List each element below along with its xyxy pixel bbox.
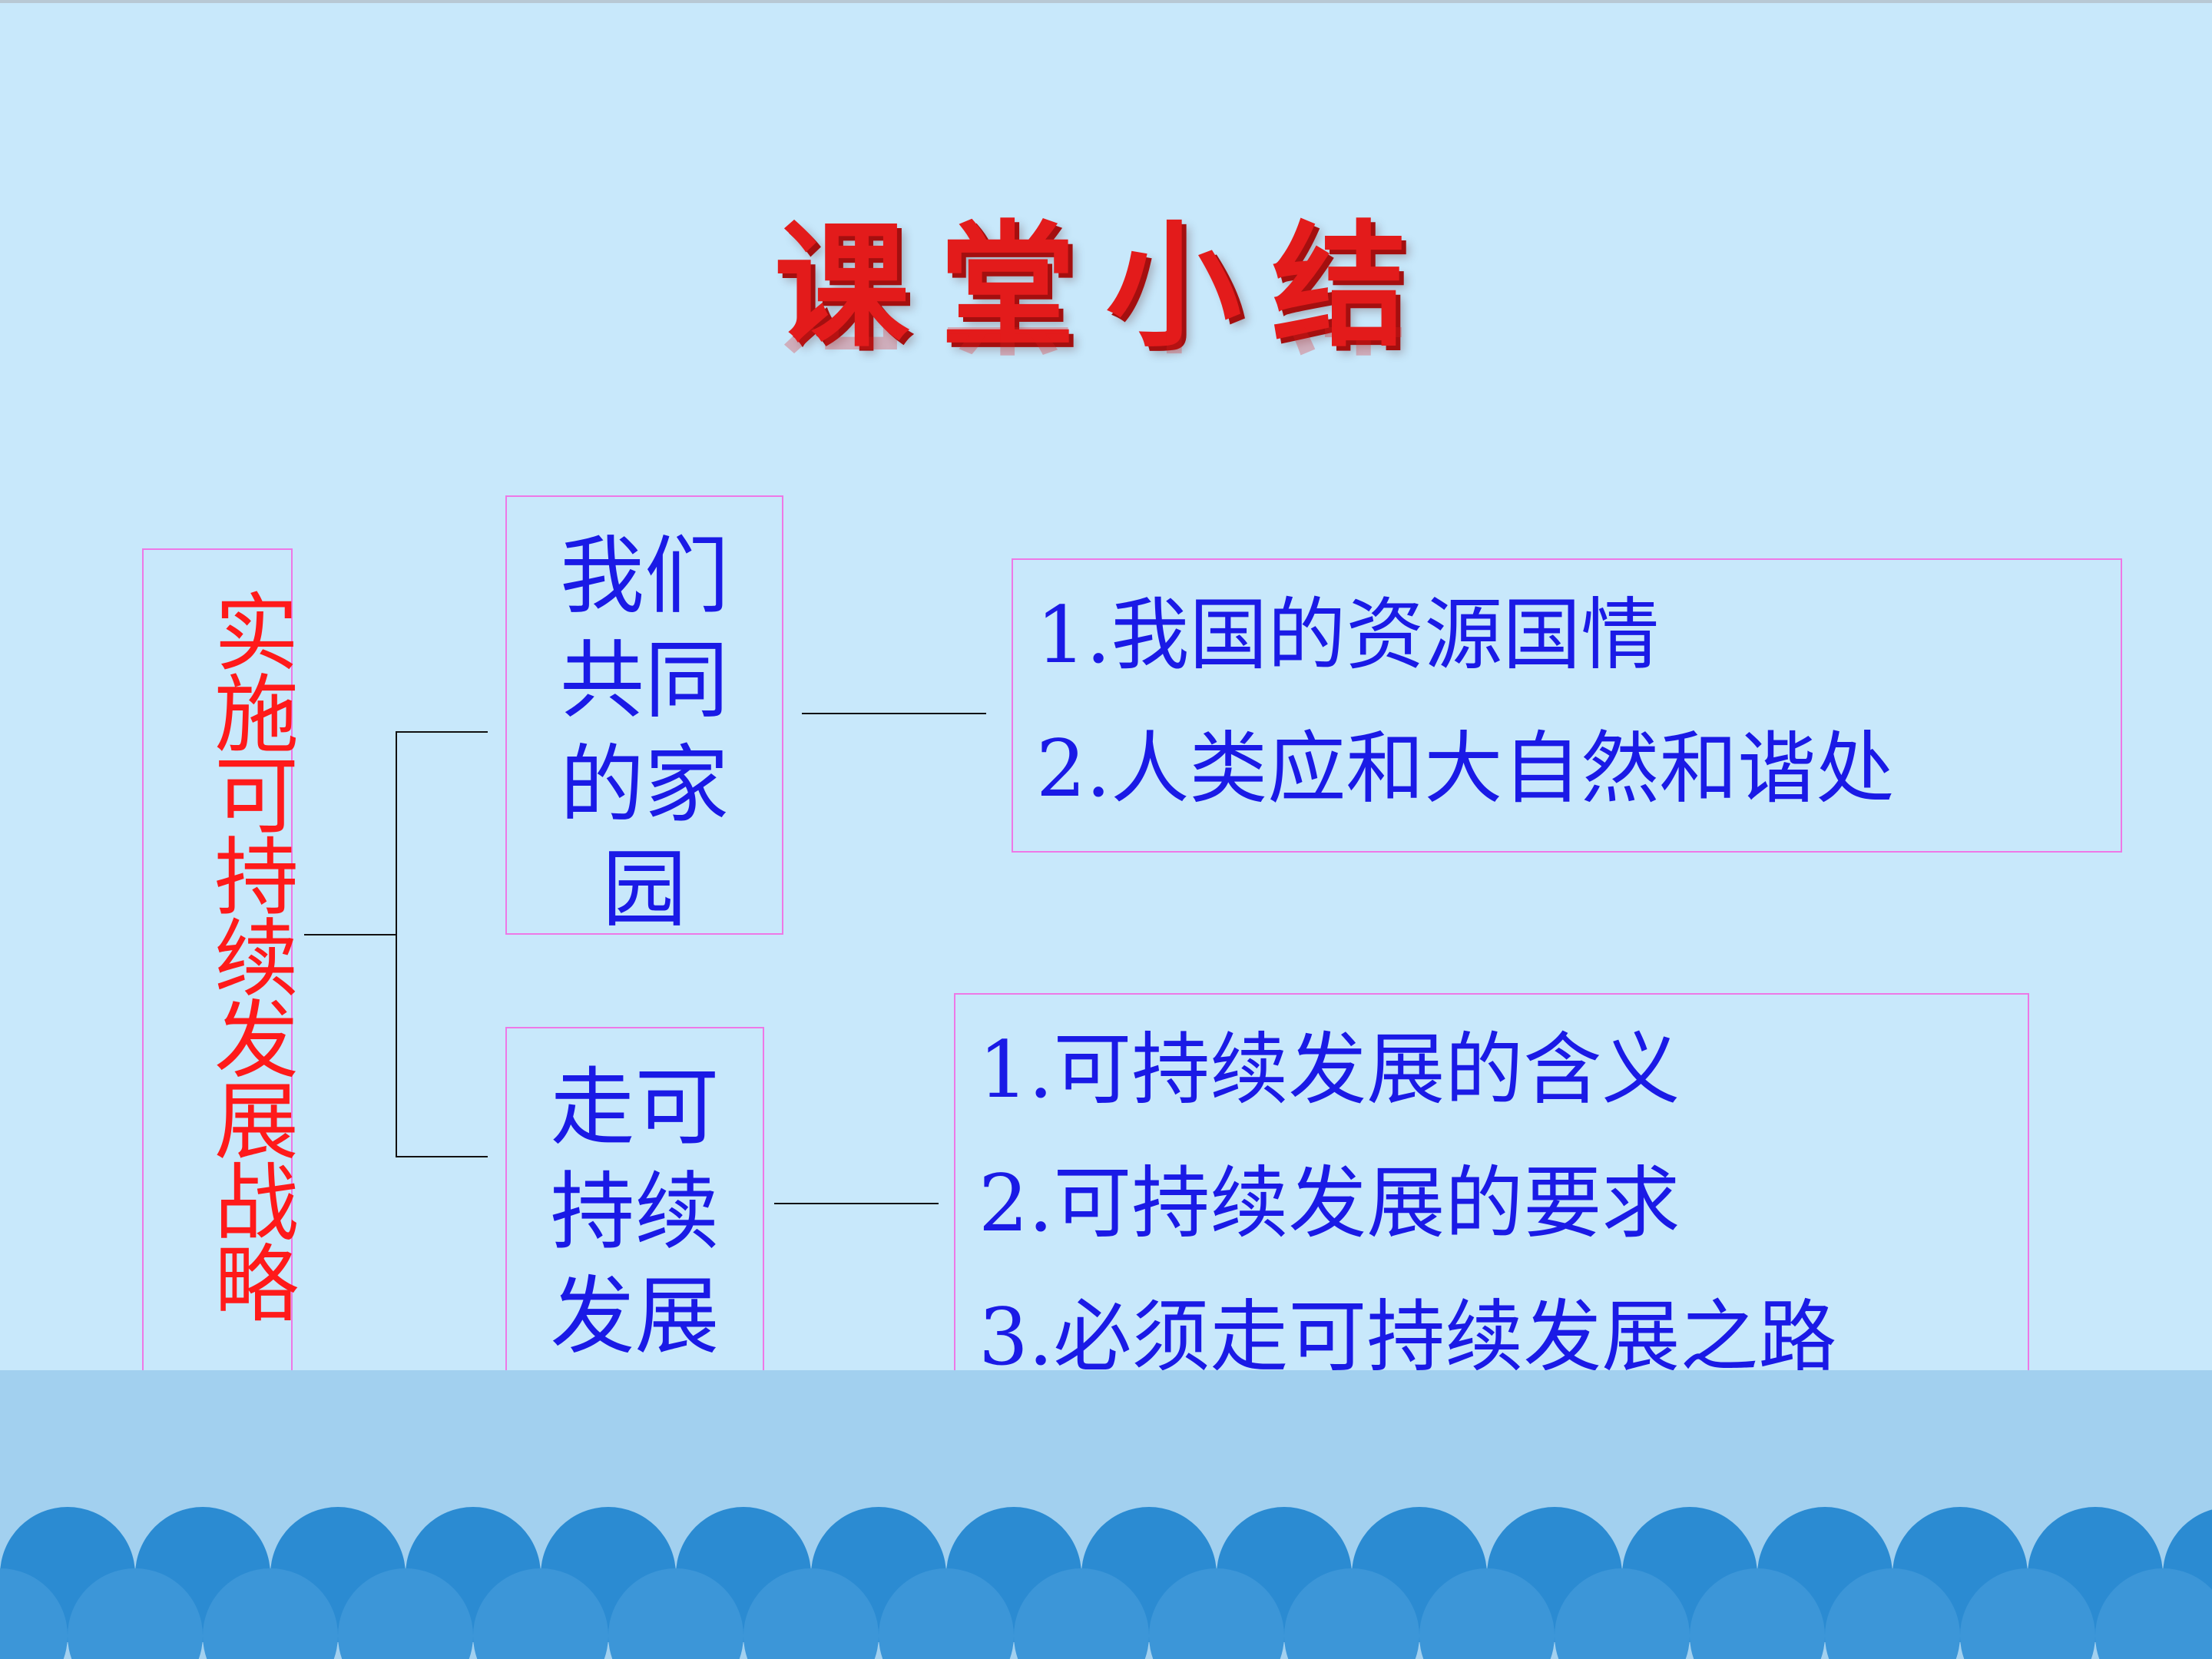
root-label: 实施可持续发展战略 (200, 588, 298, 1321)
connector-detail-1 (802, 713, 986, 714)
top-rule (0, 0, 2212, 3)
detail-box-2: 1.可持续发展的含义 2.可持续发展的要求 3.必须走可持续发展之路 (954, 993, 2029, 1422)
wave-decoration (0, 1490, 2212, 1659)
branch-box-1: 我们 共同 的家 园 (505, 495, 783, 939)
list-item: 1.可持续发展的含义 (979, 1025, 1681, 1116)
connector-detail-2 (774, 1203, 939, 1204)
detail-box-1: 1.我国的资源国情 2.人类应和大自然和谐处 (1012, 558, 2122, 853)
detail-list-2: 1.可持续发展的含义 2.可持续发展的要求 3.必须走可持续发展之路 (979, 1025, 1836, 1426)
connector-root-stem (304, 934, 396, 935)
list-item: 3.必须走可持续发展之路 (979, 1292, 1837, 1383)
connector-trunk (396, 731, 397, 1157)
slide-title: 课堂小结 (773, 208, 1438, 366)
detail-list-1: 1.我国的资源国情 2.人类应和大自然和谐处 (1036, 591, 1894, 858)
connector-branch-1 (396, 731, 488, 733)
slide-title-reflection: 课堂小结 (0, 327, 2212, 396)
list-item: 2.可持续发展的要求 (979, 1158, 1681, 1250)
branch-label-1: 我们 共同 的家 园 (560, 527, 729, 939)
root-box: 实施可持续发展战略 (142, 548, 298, 1378)
list-item: 2.人类应和大自然和谐处 (1036, 724, 1895, 815)
list-item: 1.我国的资源国情 (1036, 590, 1660, 681)
connector-branch-2 (396, 1156, 488, 1157)
title-block: 课堂小结 课堂小结 (0, 177, 2212, 376)
